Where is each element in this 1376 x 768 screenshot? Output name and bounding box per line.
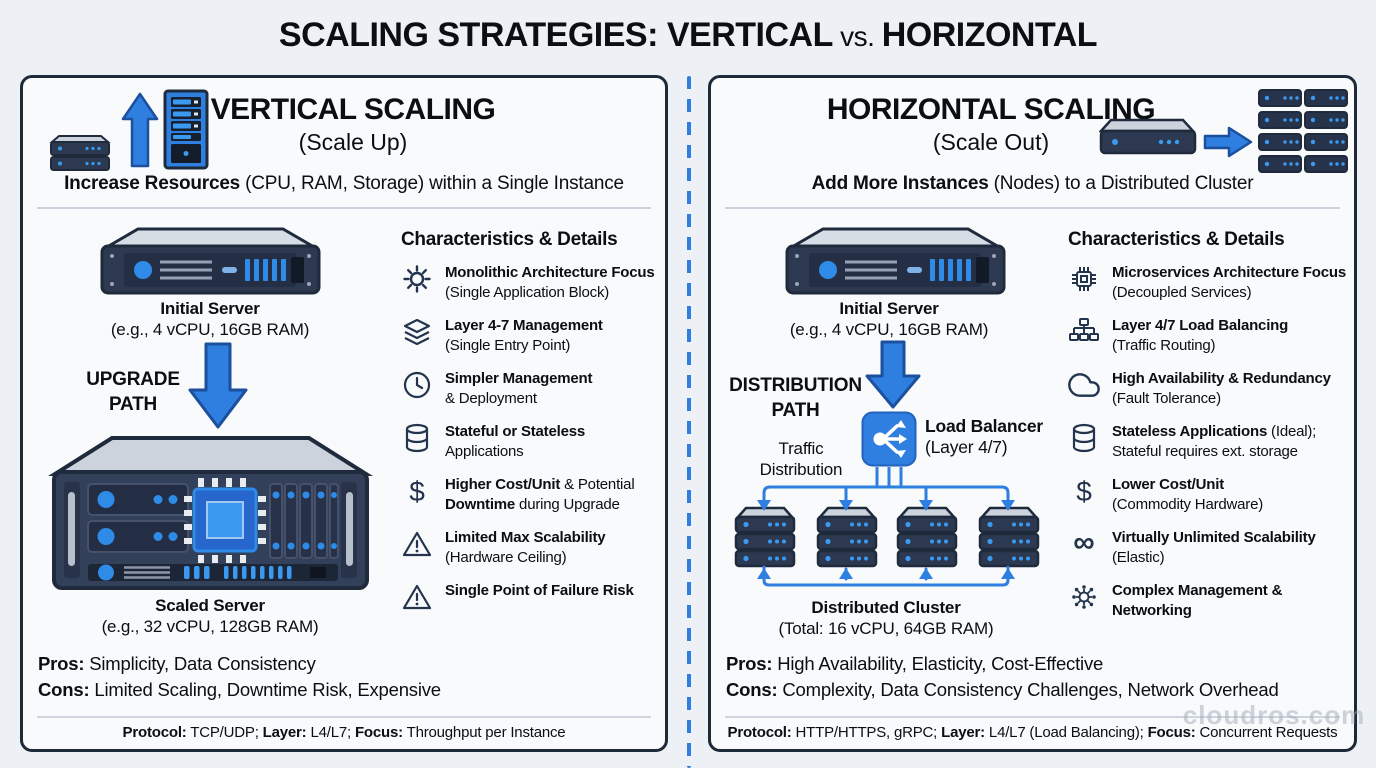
horizontal-panel-header: HORIZONTAL SCALING (Scale Out) (781, 92, 1201, 156)
horizontal-footer: Protocol: HTTP/HTTPS, gRPC; Layer: L4/L7… (727, 724, 1338, 741)
characteristics-heading: Characteristics & Details (1068, 229, 1285, 250)
database-icon (401, 422, 433, 454)
horizontal-pros-cons: Pros: High Availability, Elasticity, Cos… (726, 651, 1339, 703)
pros-line: Pros: High Availability, Elasticity, Cos… (726, 653, 1104, 674)
database-icon (1068, 422, 1100, 454)
initial-server-label: Initial Server (839, 299, 939, 318)
header-divider (725, 207, 1340, 209)
sitemap-icon (1068, 316, 1100, 348)
load-balancer-label: Load Balancer (Layer 4/7) (925, 416, 1043, 457)
horizontal-scaling-icon (1098, 86, 1349, 186)
page-title-part1: SCALING STRATEGIES: VERTICAL (278, 16, 833, 54)
distributed-cluster-label: Distributed Cluster (811, 598, 961, 617)
load-balancer-icon (861, 411, 917, 472)
page-title-vs: vs. (832, 21, 882, 52)
scaled-server-label: Scaled Server (155, 596, 265, 615)
cluster-server-1 (733, 506, 797, 573)
upgrade-arrow-icon (188, 342, 248, 435)
cluster-links-graphic (731, 465, 1041, 596)
footer-divider (37, 716, 651, 718)
dollar-icon: $ (401, 475, 433, 507)
distribution-arrow-icon (865, 340, 921, 415)
vertical-panel-header: VERTICAL SCALING (Scale Up) (173, 92, 533, 156)
vertical-panel-title: VERTICAL SCALING (210, 93, 496, 126)
mesh-icon (1068, 581, 1100, 613)
warning-icon (401, 528, 433, 560)
initial-server-graphic (783, 226, 1008, 303)
cloud-icon (1068, 369, 1100, 401)
initial-server-label: Initial Server (160, 299, 260, 318)
vertical-characteristics: Characteristics & Details Monolithic Arc… (401, 228, 659, 613)
vertical-tagline: Increase Resources (CPU, RAM, Storage) w… (23, 173, 665, 195)
scaled-server-spec: (e.g., 32 vCPU, 128GB RAM) (101, 617, 319, 636)
cluster-server-2 (815, 506, 879, 573)
upgrade-path-label: UPGRADE PATH (86, 369, 180, 415)
characteristic-item: $ Lower Cost/Unit (Commodity Hardware) (1068, 475, 1352, 515)
scaled-server-graphic (48, 434, 373, 597)
horizontal-panel-subtitle: (Scale Out) (932, 129, 1050, 155)
characteristic-item: Monolithic Architecture Focus (Single Ap… (401, 263, 659, 303)
vertical-scaling-icon (45, 86, 215, 178)
characteristic-item: High Availability & Redundancy (Fault To… (1068, 369, 1352, 409)
characteristics-heading: Characteristics & Details (401, 229, 618, 250)
characteristic-item: ∞ Virtually Unlimited Scalability (Elast… (1068, 528, 1352, 568)
characteristic-item: Layer 4/7 Load Balancing (Traffic Routin… (1068, 316, 1352, 356)
vertical-pros-cons: Pros: Simplicity, Data Consistency Cons:… (38, 651, 650, 703)
clock-icon (401, 369, 433, 401)
header-divider (37, 207, 651, 209)
vertical-tagline-bold: Increase Resources (64, 173, 241, 194)
infinity-icon: ∞ (1068, 528, 1100, 560)
center-dashed-divider (687, 76, 691, 768)
dollar-icon: $ (1068, 475, 1100, 507)
warning-icon (401, 581, 433, 613)
characteristic-item: Complex Management & Networking (1068, 581, 1352, 621)
characteristic-item: Layer 4-7 Management (Single Entry Point… (401, 316, 659, 356)
characteristic-item: $ Higher Cost/Unit & Potential Downtime … (401, 475, 659, 515)
footer-divider (725, 716, 1340, 718)
characteristic-item: Stateful or Stateless Applications (401, 422, 659, 462)
gear-icon (401, 263, 433, 295)
horizontal-tagline-bold: Add More Instances (811, 173, 989, 194)
vertical-footer: Protocol: TCP/UDP; Layer: L4/L7; Focus: … (122, 724, 566, 741)
watermark: cloudros.com (1182, 700, 1366, 730)
layers-icon (401, 316, 433, 348)
characteristic-item: Single Point of Failure Risk (401, 581, 659, 613)
vertical-panel-subtitle: (Scale Up) (298, 129, 408, 155)
horizontal-characteristics: Characteristics & Details Microservices … (1068, 228, 1352, 621)
initial-server-spec: (e.g., 4 vCPU, 16GB RAM) (789, 320, 989, 339)
horizontal-tagline: Add More Instances (Nodes) to a Distribu… (711, 173, 1354, 195)
characteristic-item: Limited Max Scalability (Hardware Ceilin… (401, 528, 659, 568)
page-title-part2: HORIZONTAL (881, 16, 1098, 54)
cluster-server-3 (895, 506, 959, 573)
svg-text:$: $ (1076, 476, 1092, 507)
vertical-tagline-rest: (CPU, RAM, Storage) within a Single Inst… (240, 173, 624, 194)
initial-server-spec: (e.g., 4 vCPU, 16GB RAM) (110, 320, 310, 339)
cons-line: Cons: Complexity, Data Consistency Chall… (726, 679, 1279, 700)
svg-text:∞: ∞ (1073, 528, 1094, 559)
characteristic-item: Microservices Architecture Focus (Decoup… (1068, 263, 1352, 303)
traffic-distribution-label: Traffic Distribution (759, 439, 843, 479)
pros-line: Pros: Simplicity, Data Consistency (38, 653, 316, 674)
vertical-scaling-panel: VERTICAL SCALING (Scale Up) Increase Res… (20, 75, 668, 752)
chip-icon (1068, 263, 1100, 295)
initial-server-graphic (98, 226, 323, 303)
characteristics-list: Monolithic Architecture Focus (Single Ap… (401, 263, 659, 613)
characteristics-list: Microservices Architecture Focus (Decoup… (1068, 263, 1352, 621)
distribution-path-label: DISTRIBUTION PATH (729, 375, 862, 421)
page-title: SCALING STRATEGIES: VERTICAL vs. HORIZON… (0, 16, 1376, 55)
distributed-cluster-spec: (Total: 16 vCPU, 64GB RAM) (778, 619, 994, 638)
cons-line: Cons: Limited Scaling, Downtime Risk, Ex… (38, 679, 441, 700)
svg-text:$: $ (409, 476, 425, 507)
horizontal-tagline-rest: (Nodes) to a Distributed Cluster (988, 173, 1254, 194)
horizontal-scaling-panel: HORIZONTAL SCALING (Scale Out) Add More … (708, 75, 1364, 752)
characteristic-item: Stateless Applications (Ideal); Stateful… (1068, 422, 1352, 462)
horizontal-panel-title: HORIZONTAL SCALING (826, 93, 1156, 126)
characteristic-item: Simpler Management & Deployment (401, 369, 659, 409)
